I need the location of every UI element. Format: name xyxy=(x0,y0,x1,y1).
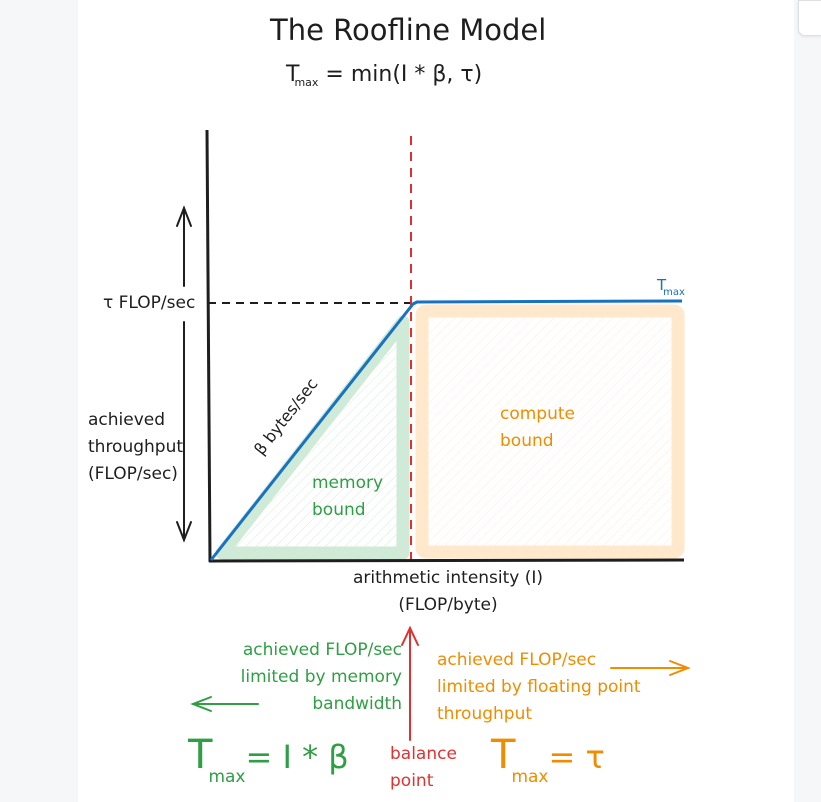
formula-sub: max xyxy=(294,76,319,89)
roofline xyxy=(209,299,683,561)
balance-point-line-text: balance xyxy=(390,744,457,764)
memory-limit-annotation: achieved FLOP/sec limited by memory band… xyxy=(196,637,402,718)
y-axis-label-line: achieved xyxy=(88,410,166,430)
compute-limit-line: throughput xyxy=(437,704,533,724)
compute-limit-line: limited by floating point xyxy=(437,677,641,697)
memory-arrow-icon xyxy=(190,696,259,712)
compute-arrow-icon xyxy=(610,660,691,676)
y-axis xyxy=(205,129,212,563)
balance-point-line-text: point xyxy=(390,771,434,791)
roof-label-sub: max xyxy=(663,287,685,298)
compute-equation-T: T xyxy=(491,732,516,778)
balance-arrow-icon xyxy=(401,625,419,741)
y-axis-arrow-icon xyxy=(176,205,192,543)
corner-panel xyxy=(798,0,821,36)
compute-equation-sub: max xyxy=(511,767,549,787)
roof-label: Tmax xyxy=(657,276,685,298)
memory-limit-line: limited by memory xyxy=(240,667,402,687)
memory-bound-line: bound xyxy=(312,500,366,520)
memory-equation-T: T xyxy=(188,732,213,778)
memory-limit-line: achieved FLOP/sec xyxy=(242,640,402,660)
formula-T: T xyxy=(286,62,300,87)
y-axis-label: achieved throughput (FLOP/sec) xyxy=(88,407,183,488)
formula-rhs: = min(I * β, τ) xyxy=(325,62,483,87)
diagram-title: The Roofline Model xyxy=(270,13,547,47)
memory-bound-region xyxy=(215,315,410,560)
roof-label-T: T xyxy=(657,276,667,294)
compute-limit-annotation: achieved FLOP/sec limited by floating po… xyxy=(437,647,641,728)
x-axis xyxy=(208,558,685,563)
y-axis-label-line: (FLOP/sec) xyxy=(88,464,178,484)
roofline-formula: Tmax = min(I * β, τ) xyxy=(286,62,483,89)
y-axis-label-line: throughput xyxy=(88,437,184,457)
compute-equation-rhs: = τ xyxy=(548,738,605,776)
compute-bound-region xyxy=(415,304,685,559)
memory-bound-label: memory bound xyxy=(312,470,383,524)
memory-equation-rhs: = I * β xyxy=(245,738,349,776)
tau-label: τ FLOP/sec xyxy=(103,293,196,313)
compute-equation: Tmax= τ xyxy=(491,732,605,787)
memory-equation: Tmax= I * β xyxy=(188,732,349,787)
balance-point-label: balance point xyxy=(390,741,457,795)
x-axis-label: arithmetic intensity (I) (FLOP/byte) xyxy=(340,565,556,619)
memory-limit-line: bandwidth xyxy=(312,694,402,714)
x-axis-label-line: arithmetic intensity (I) xyxy=(352,568,544,588)
compute-bound-line: bound xyxy=(500,431,554,451)
memory-equation-sub: max xyxy=(208,767,246,787)
memory-bound-line: memory xyxy=(312,473,384,493)
compute-limit-line: achieved FLOP/sec xyxy=(437,650,597,670)
x-axis-label-line: (FLOP/byte) xyxy=(398,595,498,615)
compute-bound-label: compute bound xyxy=(500,401,575,455)
compute-bound-line: compute xyxy=(500,404,575,424)
